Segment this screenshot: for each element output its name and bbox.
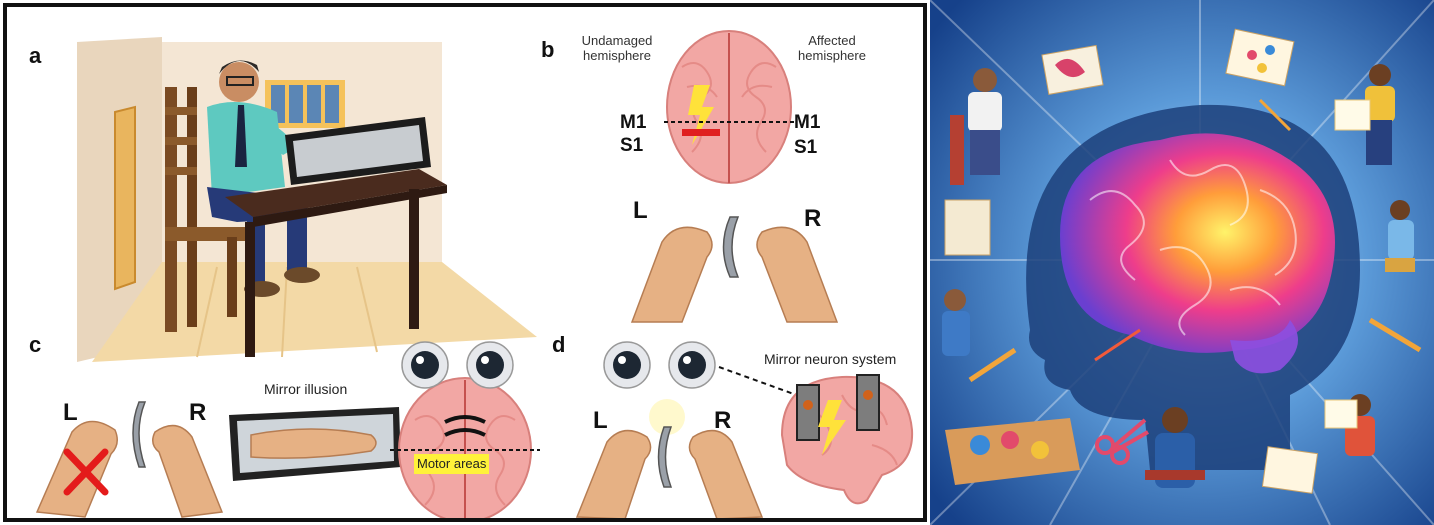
left-hand-d <box>577 431 651 519</box>
m1-label-right: M1 <box>794 112 820 134</box>
art-therapy-illustration <box>930 0 1434 525</box>
left-hand-b <box>632 227 712 322</box>
right-hand-d <box>689 431 762 519</box>
canvas-bottom-right <box>1262 447 1317 494</box>
mirror-neuron-region-parietal <box>857 375 879 430</box>
mirror-illusion-label: Mirror illusion <box>264 381 347 397</box>
right-hand-b <box>757 227 837 322</box>
hands-mirror-b <box>622 197 847 327</box>
hands-mirror-d <box>567 387 777 522</box>
left-hand-c <box>37 421 117 517</box>
canvas-left <box>945 200 990 255</box>
m1-label-left: M1 <box>620 112 646 134</box>
affected-hemisphere-label: Affected hemisphere <box>782 33 882 63</box>
hands-mirror-c <box>27 392 237 520</box>
motor-areas-label: Motor areas <box>417 456 486 471</box>
art-therapy-scene <box>930 0 1434 525</box>
colorful-brain <box>1060 133 1335 353</box>
lesion-marker <box>682 129 720 136</box>
motor-areas-badge: Motor areas <box>414 454 489 474</box>
mirror-c <box>133 402 145 467</box>
panel-a-illustration <box>47 27 542 367</box>
panel-d-letter: d <box>552 332 565 358</box>
s1-label-left: S1 <box>620 135 643 157</box>
brain-with-eyes-c <box>390 340 540 522</box>
mirror-illusion-screen <box>221 405 406 485</box>
undamaged-hemisphere-label: Undamaged hemisphere <box>567 33 667 63</box>
table-leg <box>245 222 255 357</box>
panel-a-letter: a <box>29 43 41 69</box>
mirror-d <box>659 427 672 487</box>
chair-back-post <box>165 87 177 332</box>
door <box>115 107 135 289</box>
panel-c-letter: c <box>29 332 41 358</box>
chair-seat <box>165 227 255 241</box>
mirror-therapy-diagram: a <box>3 3 927 522</box>
mirror-neuron-region-frontal <box>797 385 819 440</box>
reflected-hand <box>251 429 376 458</box>
mirror-b <box>724 217 739 277</box>
right-hand-c <box>153 426 222 517</box>
s1-label-right: S1 <box>794 137 817 159</box>
person-left-mid <box>942 289 970 356</box>
brain-side-view-d <box>772 365 922 515</box>
panel-b-letter: b <box>541 37 554 63</box>
brain-top-view-b <box>662 27 797 187</box>
